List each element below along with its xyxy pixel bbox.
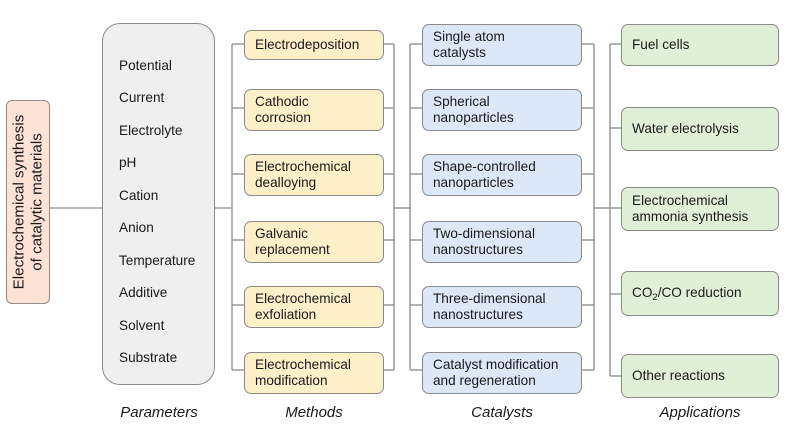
method-label-line1: Cathodic (255, 93, 309, 109)
application-fuel-cells: Fuel cells (621, 24, 779, 66)
column-label-parameters: Parameters (120, 404, 198, 421)
application-label-line2: ammonia synthesis (632, 209, 749, 224)
application-label: CO2/CO reduction (632, 285, 742, 302)
method-label-line1: Electrochemical (255, 356, 351, 372)
method-label-line2: modification (255, 373, 328, 388)
method-label-line1: Electrochemical (255, 290, 351, 306)
co2-subscript: 2 (652, 292, 658, 304)
parameter-item: Substrate (119, 350, 178, 365)
root-label-line1: Electrochemical synthesis (10, 114, 28, 290)
parameter-item: Electrolyte (119, 123, 183, 138)
co2-suffix: /CO reduction (657, 285, 742, 301)
column-label-applications: Applications (659, 404, 741, 421)
column-label-methods: Methods (285, 404, 343, 421)
application-label: Fuel cells (632, 36, 690, 52)
catalyst-label-line1: Spherical (433, 93, 490, 109)
application-label: Water electrolysis (632, 120, 739, 136)
catalyst-label-line1: Single atom (433, 28, 505, 44)
parameter-item: Additive (119, 285, 168, 300)
catalyst-label-line2: nanostructures (433, 307, 523, 322)
method-label: Electrodeposition (255, 36, 360, 52)
method-label-line2: corrosion (255, 110, 311, 125)
catalyst-label-line2: catalysts (433, 45, 486, 60)
root-label: Electrochemical synthesis of catalytic m… (10, 115, 46, 290)
co2-prefix: CO (632, 285, 653, 301)
catalyst-label-line2: nanostructures (433, 242, 523, 257)
parameter-item: Anion (119, 220, 154, 235)
column-label-catalysts: Catalysts (471, 404, 533, 421)
root-box: Electrochemical synthesis of catalytic m… (6, 100, 50, 304)
root-label-line2: of catalytic materials (28, 133, 46, 271)
parameter-item: pH (119, 155, 137, 170)
catalyst-label-line2: nanoparticles (433, 175, 514, 190)
catalyst-label-line1: Catalyst modification (433, 356, 559, 372)
method-electrodeposition: Electrodeposition (244, 30, 384, 60)
application-other-reactions: Other reactions (621, 354, 779, 398)
parameter-item: Potential (119, 58, 172, 73)
catalyst-label-line2: and regeneration (433, 373, 536, 388)
catalyst-label-line2: nanoparticles (433, 110, 514, 125)
parameter-item: Temperature (119, 253, 196, 268)
method-label-line1: Galvanic (255, 225, 308, 241)
application-water-electrolysis: Water electrolysis (621, 107, 779, 151)
catalyst-label-line1: Three-dimensional (433, 290, 546, 306)
application-label: Other reactions (632, 367, 725, 383)
method-label-line1: Electrochemical (255, 158, 351, 174)
method-label-line2: dealloying (255, 175, 317, 190)
parameter-item: Current (119, 90, 165, 105)
parameter-item: Cation (119, 188, 159, 203)
parameter-item: Solvent (119, 318, 165, 333)
parameters-box: Potential Current Electrolyte pH Cation … (102, 23, 215, 385)
catalyst-label-line1: Shape-controlled (433, 158, 536, 174)
method-label-line2: replacement (255, 242, 330, 257)
method-label-line2: exfoliation (255, 307, 317, 322)
application-co2-reduction: CO2/CO reduction (621, 271, 779, 316)
catalyst-label-line1: Two-dimensional (433, 225, 535, 241)
application-label-line1: Electrochemical (632, 192, 728, 208)
